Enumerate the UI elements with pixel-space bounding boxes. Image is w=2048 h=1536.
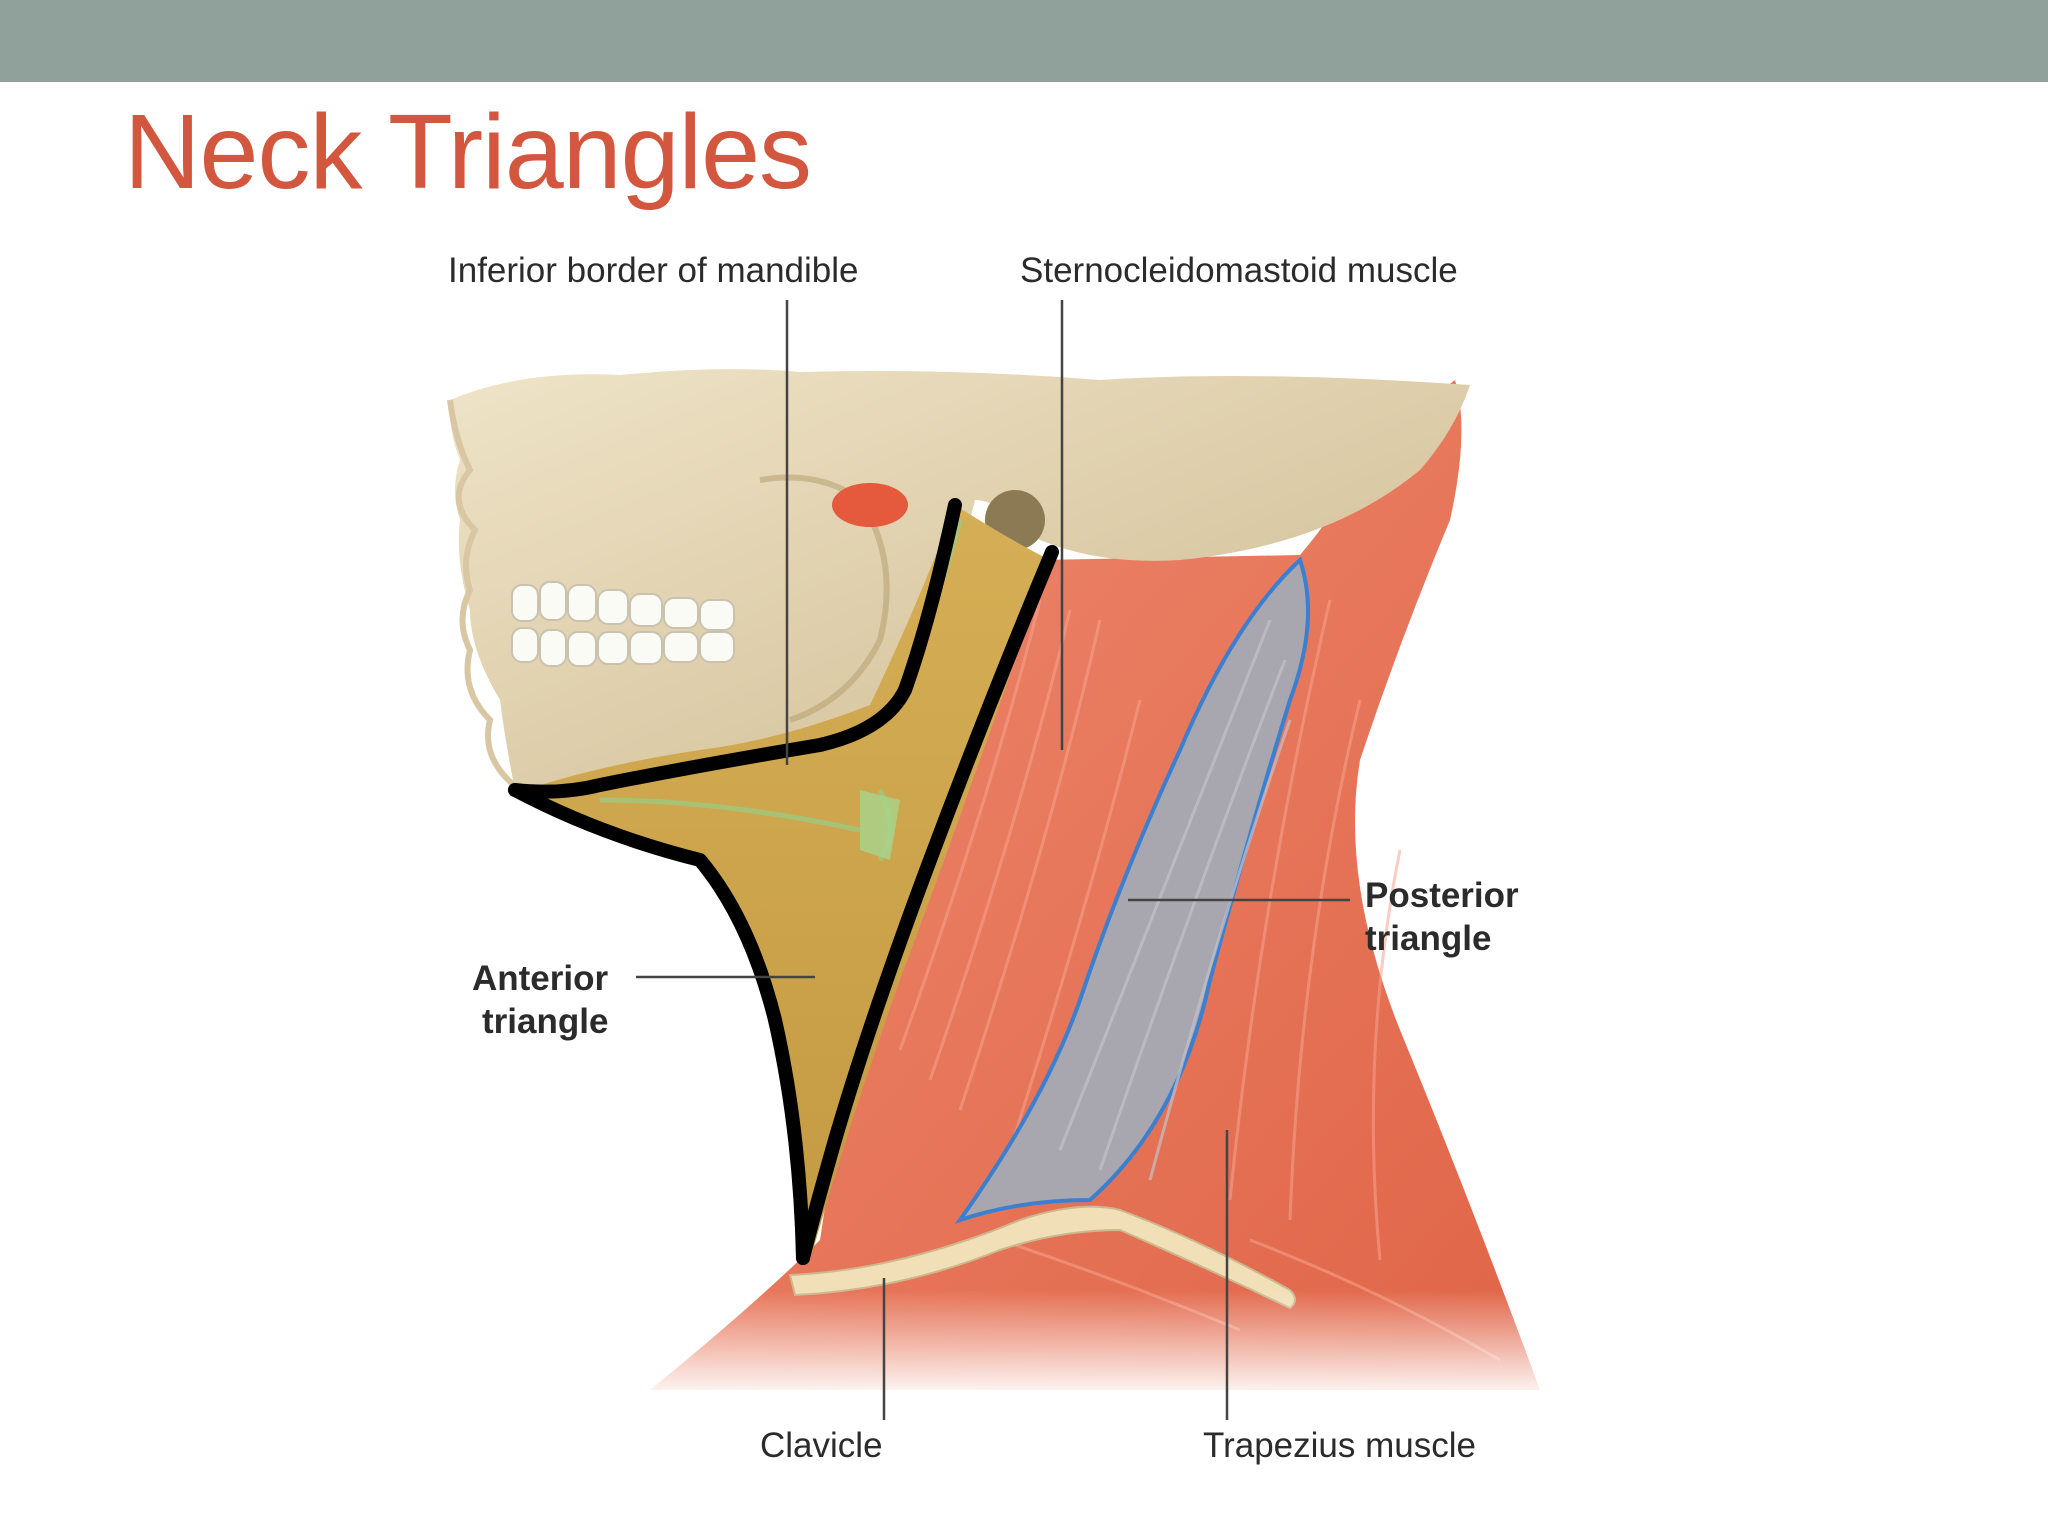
leader-lines [636,300,1350,1420]
page-title: Neck Triangles [124,93,812,211]
label-anterior-triangle-line2: triangle [482,1002,608,1041]
label-posterior-triangle-line1: Posterior [1365,876,1519,915]
label-inferior-border-of-mandible: Inferior border of mandible [448,251,859,290]
label-posterior-triangle-line2: triangle [1365,919,1491,958]
orange-joint [832,483,908,527]
anterior-green-patch [860,790,900,860]
scm-anterior-border-line [796,545,1059,1265]
muscle-fibers [898,599,1501,1362]
anterior-triangle-border [508,498,1059,1265]
teeth [511,581,735,667]
label-clavicle: Clavicle [760,1426,883,1465]
label-sternocleidomastoid-muscle: Sternocleidomastoid muscle [1020,251,1458,290]
anterior-triangle-region [525,505,1050,1260]
mandible-border-line [508,498,962,799]
skull [449,369,1470,792]
face-profile [447,399,522,793]
bottom-fade [600,1290,1600,1400]
posterior-fibers [1058,619,1292,1181]
neck-muscle-mass [650,380,1540,1390]
midline-border-line [508,783,810,1265]
posterior-triangle-region [954,556,1310,1224]
label-trapezius-muscle: Trapezius muscle [1203,1426,1476,1465]
label-anterior-triangle-line1: Anterior [472,959,609,998]
header-band [0,0,2048,82]
mandible-shadow [759,474,890,723]
